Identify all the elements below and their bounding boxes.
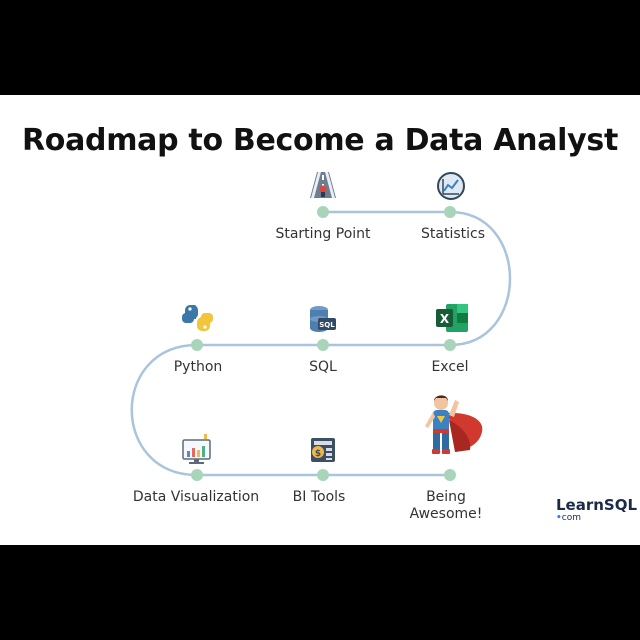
node-starting-point <box>317 206 329 218</box>
step-label-data-visualization: Data Visualization <box>132 489 260 505</box>
step-label-starting-point: Starting Point <box>275 226 371 242</box>
step-label-statistics: Statistics <box>421 226 485 242</box>
svg-text:X: X <box>440 312 450 326</box>
page-title: Roadmap to Become a Data Analyst <box>21 123 619 158</box>
excel-icon: X <box>436 304 468 332</box>
step-label-being-awesome: Being Awesome! <box>409 489 483 522</box>
svg-text:SQL: SQL <box>319 321 335 329</box>
logo-dot: • <box>556 513 562 523</box>
python-icon <box>182 305 213 331</box>
bi-report-icon: $ <box>311 438 335 462</box>
step-label-sql: SQL <box>309 359 337 375</box>
bar-chart-monitor-icon <box>182 434 211 464</box>
node-bi-tools <box>317 469 329 481</box>
svg-text:$: $ <box>315 449 321 459</box>
superhero-icon <box>425 395 483 454</box>
logo-suffix: com <box>561 513 581 523</box>
node-python <box>191 339 203 351</box>
learnsql-logo: LearnSQL •com <box>556 497 637 523</box>
step-label-excel: Excel <box>431 359 469 375</box>
database-sql-icon: SQL <box>310 306 336 332</box>
logo-suffix-line: •com <box>556 513 637 523</box>
step-label-python: Python <box>173 359 223 375</box>
node-being-awesome <box>444 469 456 481</box>
node-statistics <box>444 206 456 218</box>
node-excel <box>444 339 456 351</box>
line-chart-icon <box>437 172 465 200</box>
node-sql <box>317 339 329 351</box>
road-icon <box>310 172 336 198</box>
step-label-bi-tools: BI Tools <box>292 489 346 505</box>
node-data-visualization <box>191 469 203 481</box>
logo-name: LearnSQL <box>556 496 638 514</box>
